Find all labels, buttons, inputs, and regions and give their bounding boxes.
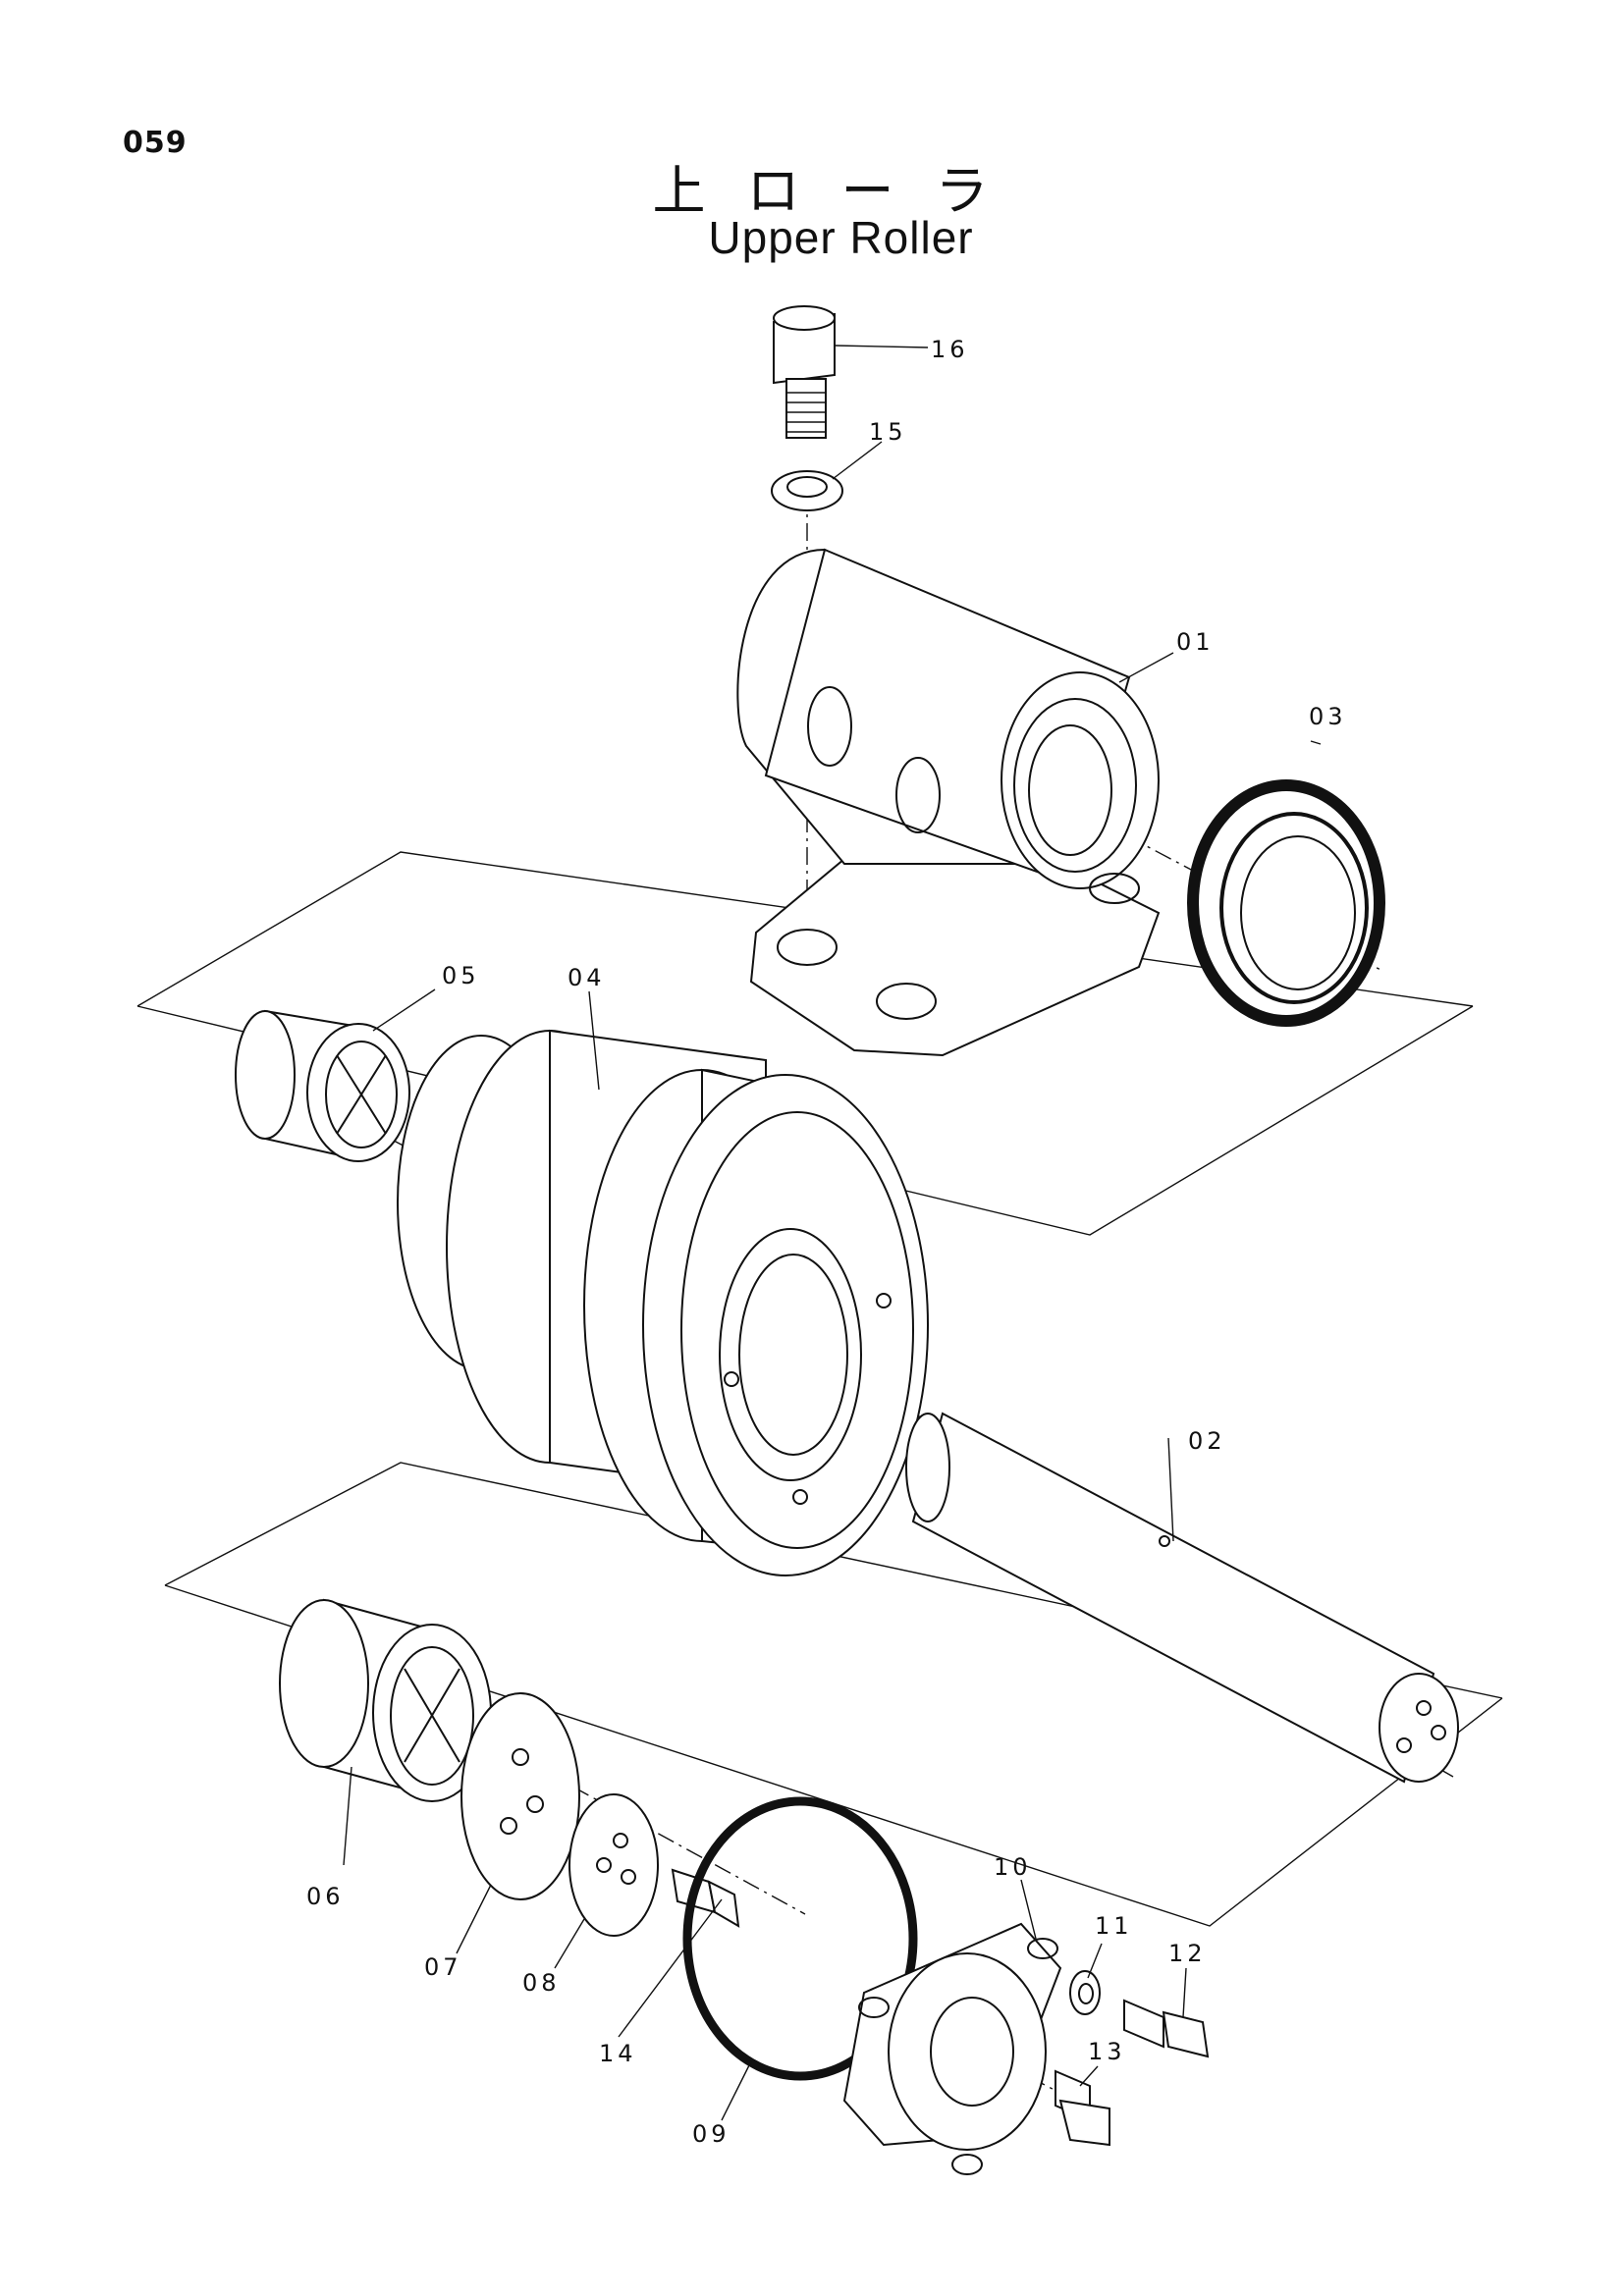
washer-11 (1069, 1970, 1101, 2015)
leader-lines (343, 345, 1322, 2121)
bolt-14 (671, 1868, 740, 1928)
label-10: 10 (994, 1853, 1032, 1881)
label-15: 15 (869, 418, 907, 446)
label-02: 02 (1188, 1427, 1226, 1455)
shaft-02 (905, 1412, 1459, 1784)
bracket-01 (736, 548, 1161, 1057)
page-number: 059 (123, 126, 188, 160)
plate-08 (568, 1793, 659, 1937)
label-14: 14 (599, 2040, 637, 2067)
bolt-16 (773, 305, 836, 439)
title-english: Upper Roller (708, 212, 974, 263)
washer-15 (771, 470, 843, 511)
label-06: 06 (306, 1883, 345, 1910)
bushing-06 (279, 1598, 492, 1802)
label-03: 03 (1309, 703, 1347, 730)
bushing-05 (235, 1009, 410, 1162)
label-08: 08 (522, 1969, 561, 1997)
label-01: 01 (1176, 628, 1215, 656)
part-labels: 16 15 01 03 05 04 02 06 07 08 14 09 10 1… (306, 336, 1347, 2148)
bolt-12 (1123, 1999, 1210, 2058)
label-07: 07 (424, 1953, 462, 1981)
title-japanese: 上ローラ (652, 160, 1030, 222)
seal-03 (1187, 779, 1385, 1027)
cover-10 (842, 1922, 1062, 2175)
o-ring-09 (682, 1796, 918, 2081)
label-11: 11 (1095, 1912, 1133, 1940)
label-13: 13 (1088, 2038, 1126, 2065)
label-05: 05 (442, 962, 480, 989)
roller-04 (397, 1029, 929, 1576)
label-04: 04 (568, 964, 606, 991)
label-16: 16 (931, 336, 969, 363)
label-12: 12 (1168, 1940, 1207, 1967)
label-09: 09 (692, 2120, 730, 2148)
plate-07 (460, 1692, 580, 1900)
bolt-13 (1055, 2069, 1110, 2147)
